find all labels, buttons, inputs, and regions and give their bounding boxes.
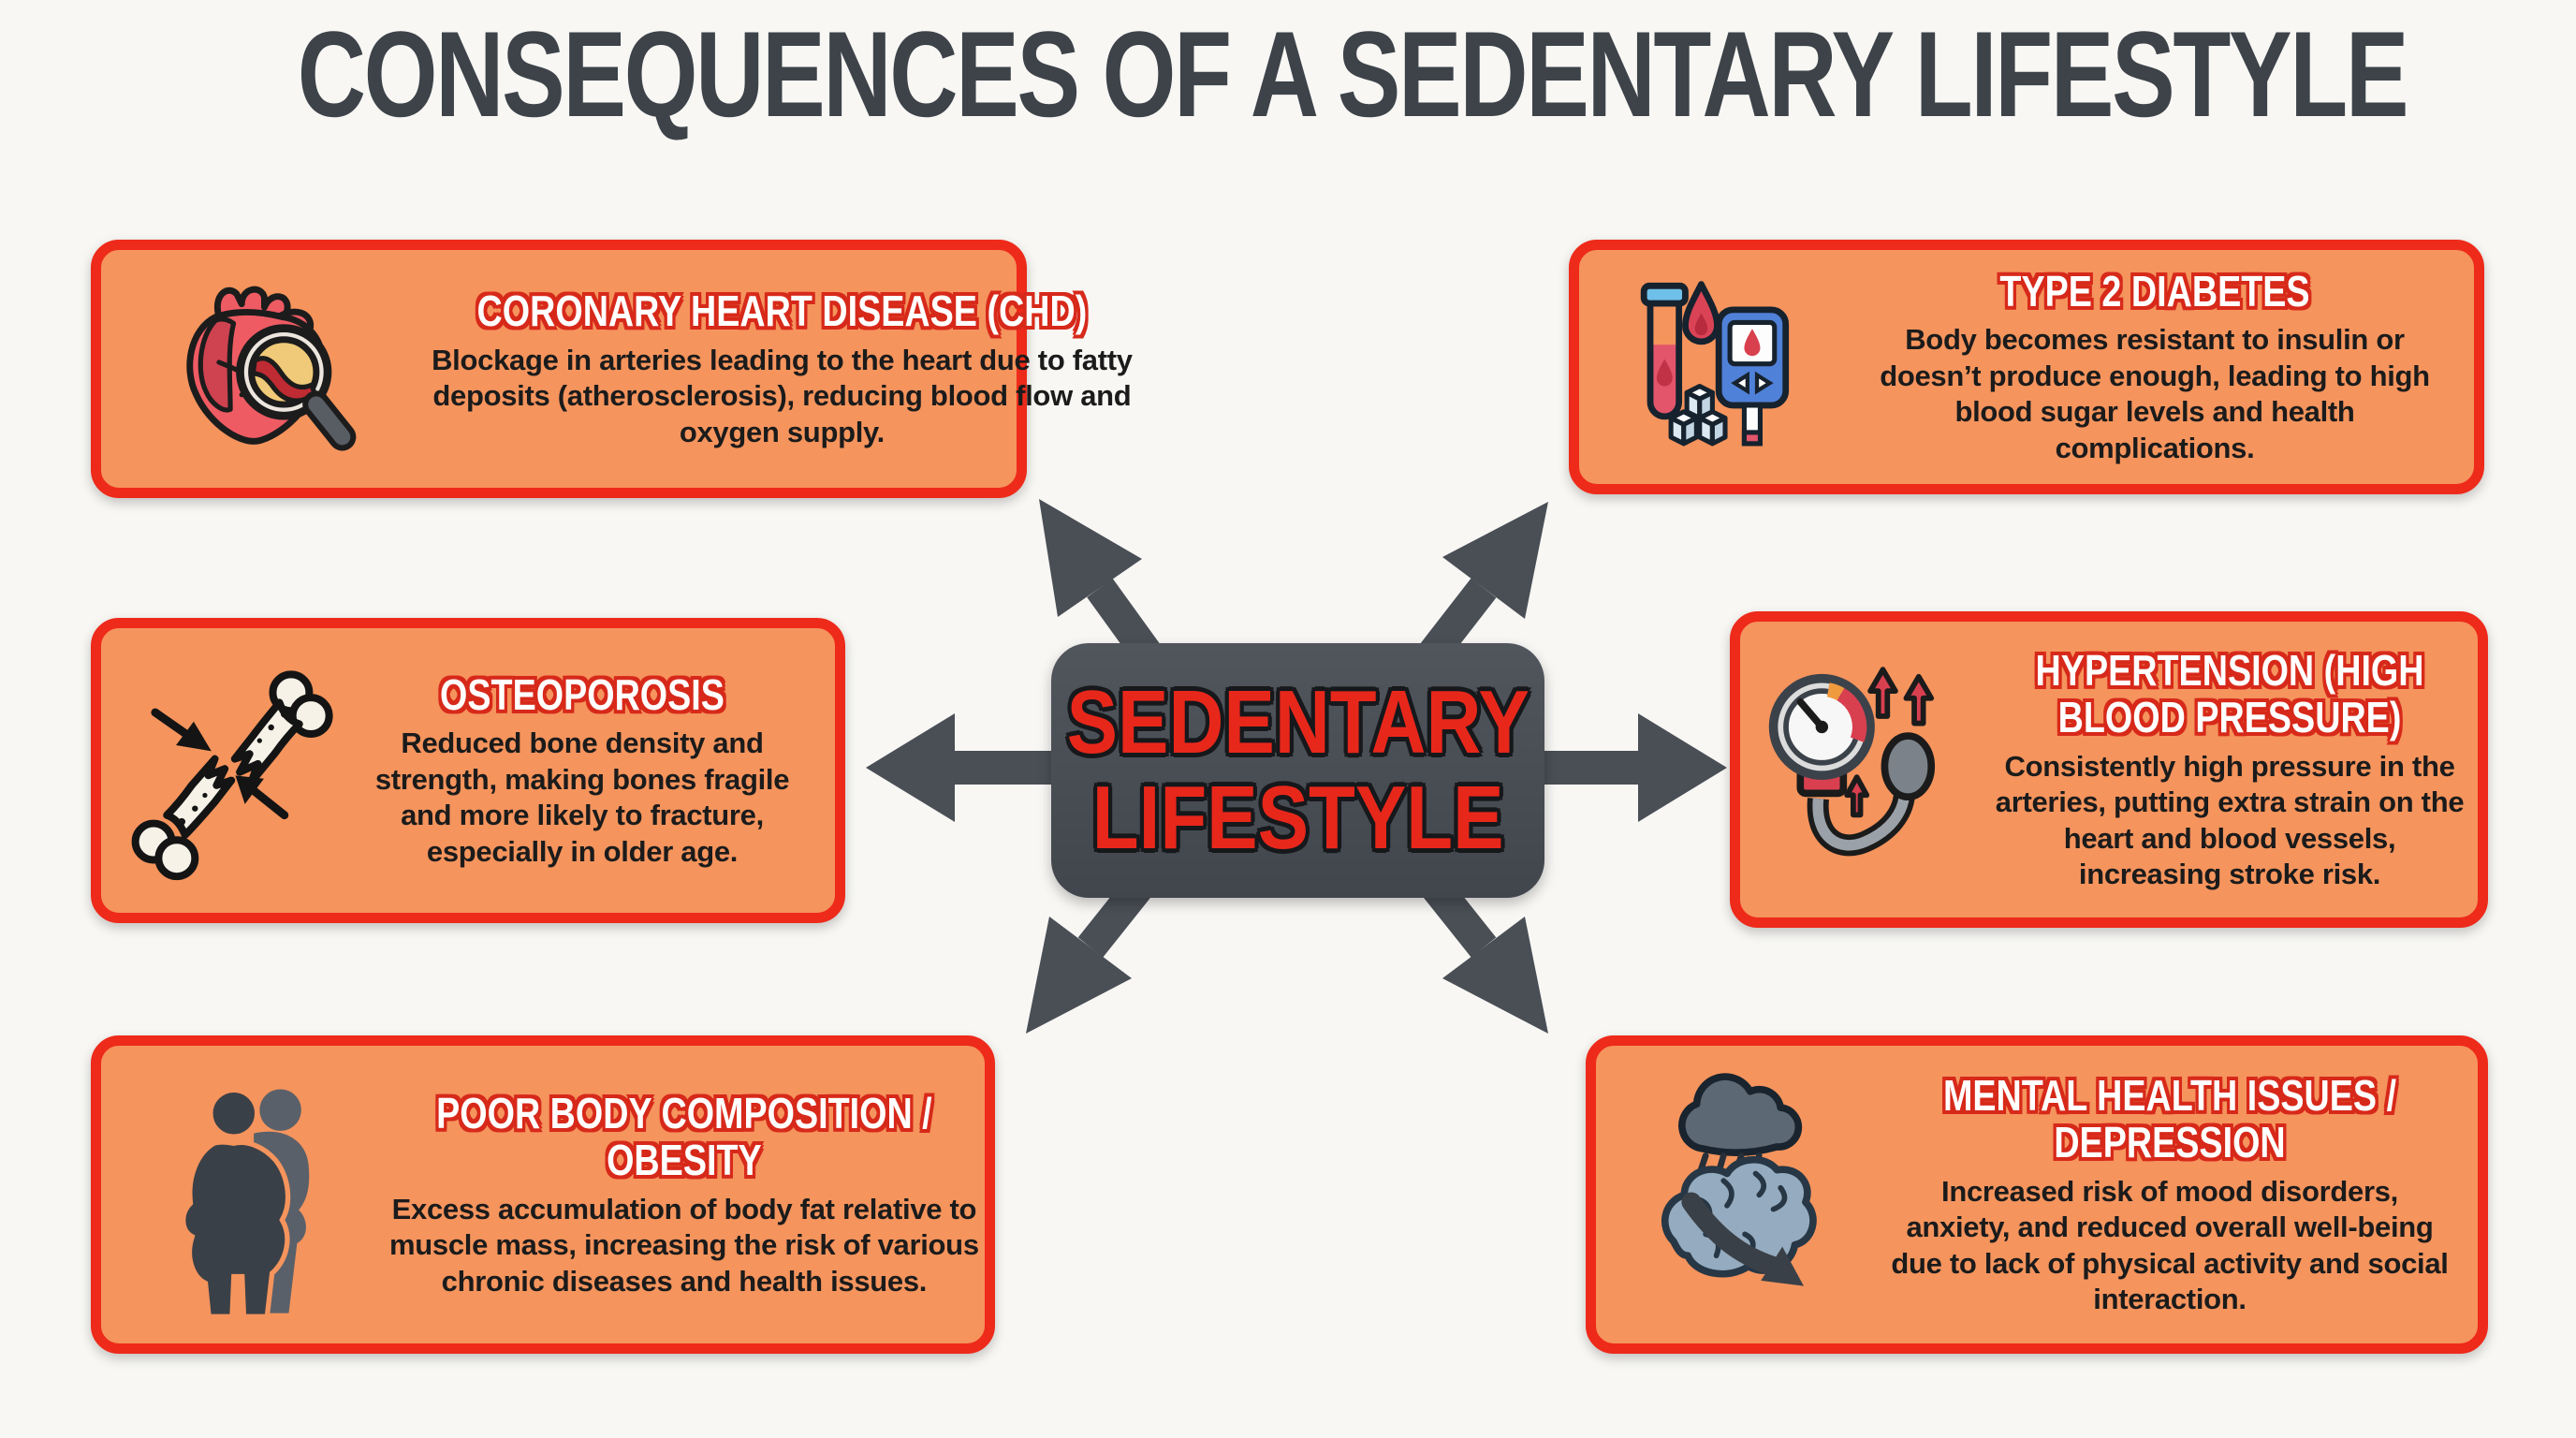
card-body: Blockage in arteries leading to the hear… xyxy=(432,343,1133,448)
hub-sedentary-lifestyle: SEDENTARY LIFESTYLE xyxy=(1051,643,1544,898)
hub-label-line1: SEDENTARY xyxy=(1066,672,1530,773)
card-mental-health: MENTAL HEALTH ISSUES / DEPRESSION Increa… xyxy=(1586,1035,2488,1354)
card-title-line: TYPE 2 DIABETES xyxy=(1999,266,2310,315)
card-text: CORONARY HEART DISEASE (CHD) Blockage in… xyxy=(410,287,1154,450)
card-title-line: OBESITY xyxy=(607,1136,762,1185)
arrow-up-right-head xyxy=(1442,502,1548,619)
card-title-line: HYPERTENSION (HIGH xyxy=(2035,645,2424,695)
card-text: POOR BODY COMPOSITION / OBESITY Excess a… xyxy=(382,1090,987,1300)
hub-label-line2: LIFESTYLE xyxy=(1091,768,1504,868)
card-coronary-heart-disease: CORONARY HEART DISEASE (CHD) Blockage in… xyxy=(91,240,1133,498)
card-obesity: POOR BODY COMPOSITION / OBESITY Excess a… xyxy=(91,1035,995,1354)
card-title: TYPE 2 DIABETES xyxy=(1860,268,2450,315)
page-title-text: CONSEQUENCES OF A SEDENTARY LIFESTYLE xyxy=(297,6,2409,142)
card-title: MENTAL HEALTH ISSUES / DEPRESSION xyxy=(1886,1070,2453,1167)
arrow-down-right-head xyxy=(1442,917,1548,1034)
page-title: CONSEQUENCES OF A SEDENTARY LIFESTYLE xyxy=(0,13,2576,135)
arrow-right-head xyxy=(1638,713,1727,822)
card-title-line: DEPRESSION xyxy=(2054,1118,2286,1167)
blood-glucose-icon xyxy=(1603,271,1847,462)
obese-figures-icon xyxy=(125,1070,369,1320)
card-title-line: OSTEOPOROSIS xyxy=(440,669,724,719)
arrow-down-left-head xyxy=(1026,917,1132,1034)
card-text: TYPE 2 DIABETES Body becomes resistant t… xyxy=(1860,268,2450,466)
card-title: CORONARY HEART DISEASE (CHD) xyxy=(410,287,1154,335)
card-hypertension: HYPERTENSION (HIGH BLOOD PRESSURE) Consi… xyxy=(1730,611,2488,928)
broken-bone-icon xyxy=(125,652,341,889)
card-title-line: MENTAL HEALTH ISSUES / xyxy=(1942,1070,2397,1120)
card-title: POOR BODY COMPOSITION / OBESITY xyxy=(382,1090,987,1184)
card-title-line: CORONARY HEART DISEASE (CHD) xyxy=(476,286,1088,336)
card-text: OSTEOPOROSIS Reduced bone density and st… xyxy=(354,671,811,870)
card-type-2-diabetes: TYPE 2 DIABETES Body becomes resistant t… xyxy=(1569,240,2484,494)
card-body: Increased risk of mood disorders, anxiet… xyxy=(1891,1174,2449,1316)
card-title-line: BLOOD PRESSURE) xyxy=(2057,693,2402,742)
card-osteoporosis: OSTEOPOROSIS Reduced bone density and st… xyxy=(91,618,845,923)
card-title: HYPERTENSION (HIGH BLOOD PRESSURE) xyxy=(1993,645,2466,742)
card-title-line: POOR BODY COMPOSITION / xyxy=(436,1088,932,1137)
blood-pressure-gauge-icon xyxy=(1764,646,1980,894)
arrow-up-left-head xyxy=(1039,499,1142,617)
heart-magnifier-icon xyxy=(125,271,397,466)
card-body: Excess accumulation of body fat relative… xyxy=(389,1192,979,1298)
card-text: MENTAL HEALTH ISSUES / DEPRESSION Increa… xyxy=(1886,1070,2453,1318)
arrow-left-head xyxy=(866,713,955,822)
rain-cloud-brain-icon xyxy=(1620,1070,1873,1320)
card-body: Body becomes resistant to insulin or doe… xyxy=(1880,323,2430,464)
card-body: Consistently high pressure in the arteri… xyxy=(1995,749,2465,891)
card-text: HYPERTENSION (HIGH BLOOD PRESSURE) Consi… xyxy=(1993,645,2466,893)
card-body: Reduced bone density and strength, makin… xyxy=(374,726,790,868)
card-title: OSTEOPOROSIS xyxy=(354,671,811,719)
